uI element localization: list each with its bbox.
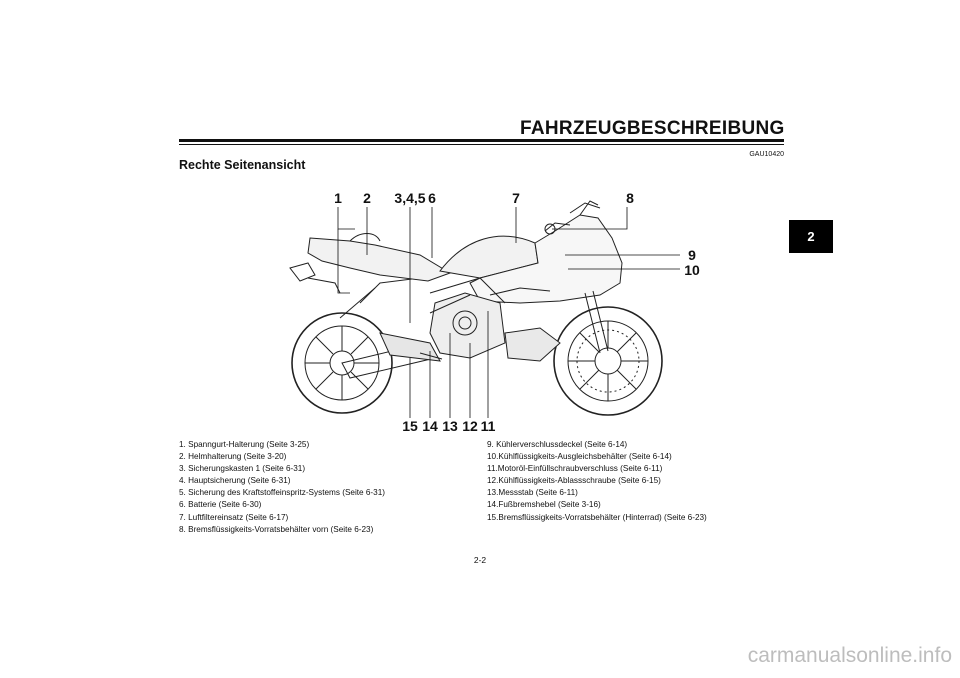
legend-item: 3. Sicherungskasten 1 (Seite 6-31) xyxy=(179,464,306,474)
callout-7: 7 xyxy=(512,190,520,206)
legend-item: 8. Bremsflüssigkeits-Vorratsbehälter vor… xyxy=(179,524,374,534)
callout-15: 15 xyxy=(402,418,418,434)
legend-item: 9. Kühlerverschlussdeckel (Seite 6-14) xyxy=(487,440,628,449)
motorcycle-figure: 1 2 3,4,5 6 7 8 9 10 15 14 13 12 11 xyxy=(280,183,720,435)
callout-12: 12 xyxy=(462,418,478,434)
callout-13: 13 xyxy=(442,418,458,434)
legend-item: 10.Kühlflüssigkeits-Ausgleichsbehälter (… xyxy=(487,452,672,462)
legend-item: 6. Batterie (Seite 6-30) xyxy=(179,500,262,510)
chapter-tab[interactable]: 2 xyxy=(789,220,833,253)
page-header-title: FAHRZEUGBESCHREIBUNG xyxy=(520,118,785,139)
legend-item: 15.Bremsflüssigkeits-Vorratsbehälter (Hi… xyxy=(487,512,707,522)
page-number: 2-2 xyxy=(473,555,487,565)
legend-right-column: 9. Kühlerverschlussdeckel (Seite 6-14) 1… xyxy=(487,439,707,524)
document-code: GAU10420 xyxy=(749,151,784,158)
header-rule-thick xyxy=(179,139,784,142)
legend-item: 7. Luftfiltereinsatz (Seite 6-17) xyxy=(179,512,289,522)
callout-6: 6 xyxy=(428,190,436,206)
legend-item: 4. Hauptsicherung (Seite 6-31) xyxy=(179,476,291,486)
callout-14: 14 xyxy=(422,418,438,434)
legend-item: 2. Helmhalterung (Seite 3-20) xyxy=(179,452,287,462)
callout-11: 11 xyxy=(481,418,496,434)
callout-3-4-5: 3,4,5 xyxy=(394,190,425,206)
legend-item: 14.Fußbremshebel (Seite 3-16) xyxy=(487,500,601,510)
legend-item: 5. Sicherung des Kraftstoffeinspritz-Sys… xyxy=(179,488,385,498)
callout-10: 10 xyxy=(684,262,700,278)
legend-item: 13.Messstab (Seite 6-11) xyxy=(487,488,578,498)
legend-item: 1. Spanngurt-Halterung (Seite 3-25) xyxy=(179,440,310,449)
watermark: carmanualsonline.info xyxy=(747,644,952,667)
motorcycle-illustration: 1 2 3,4,5 6 7 8 9 10 15 14 13 12 11 xyxy=(289,190,700,434)
callout-9: 9 xyxy=(688,247,696,263)
legend-item: 11.Motoröl-Einfüllschraubverschluss (Sei… xyxy=(487,464,663,474)
header-rule-thin xyxy=(179,144,784,145)
callout-2: 2 xyxy=(363,190,371,206)
legend-left-column: 1. Spanngurt-Halterung (Seite 3-25) 2. H… xyxy=(179,439,385,536)
callout-8: 8 xyxy=(626,190,634,206)
callout-1: 1 xyxy=(334,190,342,206)
legend-item: 12.Kühlflüssigkeits-Ablassschraube (Seit… xyxy=(487,476,661,486)
section-title: Rechte Seitenansicht xyxy=(179,158,306,172)
